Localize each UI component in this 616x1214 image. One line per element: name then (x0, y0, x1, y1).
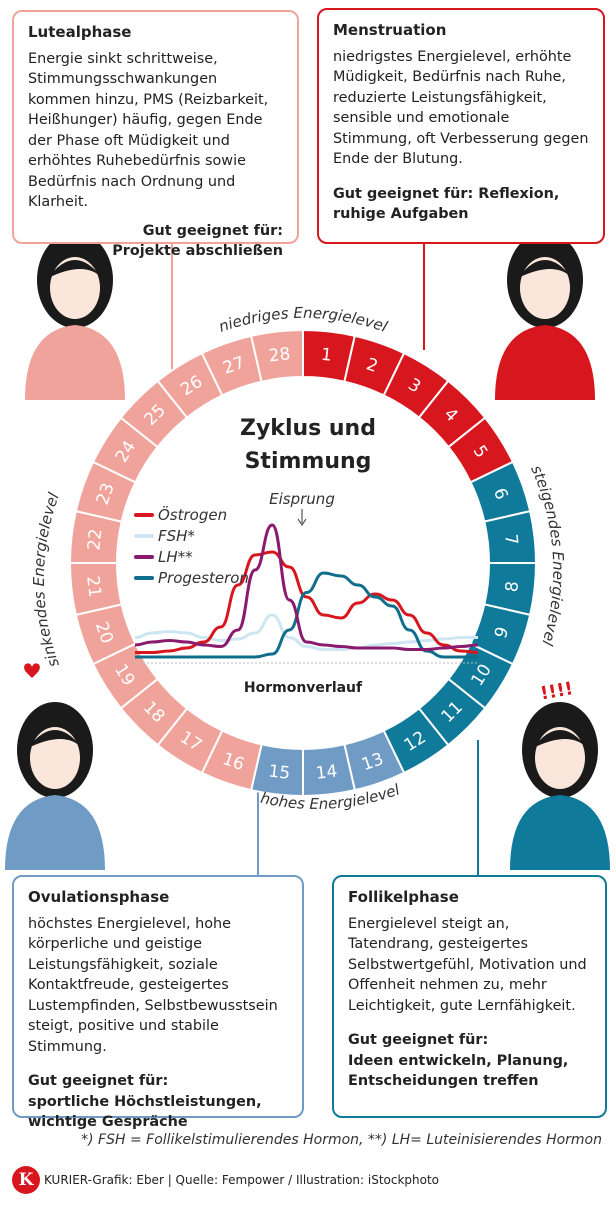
luteal-text: Energie sinkt schrittweise, Stimmungssch… (28, 50, 269, 211)
credit-line: KURIER-Grafik: Eber | Quelle: Fempower /… (44, 1173, 440, 1187)
luteal-gut-label: Gut geeignet für: (142, 222, 283, 239)
menstruation-good-for: Gut geeignet für: Reflexion, ruhige Aufga… (333, 184, 589, 225)
heart-icon (24, 663, 40, 678)
menstruation-text: niedrigstes Energielevel, erhöhte Müdigk… (333, 48, 589, 168)
ovulation-good-for: Gut geeignet für: sportliche Höchstleistu… (28, 1071, 288, 1133)
exclamation-marks: !!!! (539, 678, 575, 704)
woman-illustration-luteal (25, 232, 125, 400)
day-label-21: 21 (82, 575, 104, 599)
ovulation-box: Ovulationsphase höchstes Energielevel, h… (12, 875, 304, 1130)
day-label-8: 8 (502, 580, 523, 593)
follikel-title: Follikelphase (348, 888, 459, 906)
menstruation-gut-value: ruhige Aufgaben (333, 206, 469, 222)
menstruation-box: Menstruation niedrigstes Energielevel, e… (317, 8, 605, 244)
ring-title-1: Zyklus und (240, 416, 376, 441)
legend-label-3: Progesteron (158, 569, 249, 587)
day-label-1: 1 (320, 345, 333, 366)
follikel-text: Energielevel steigt an, Tatendrang, gest… (348, 915, 587, 1014)
luteal-gut-value: Projekte abschließen (112, 243, 283, 259)
day-label-28: 28 (268, 344, 292, 366)
ovulation-text: höchstes Energielevel, hohe körperliche … (28, 915, 278, 1055)
follikel-box: Follikelphase Energielevel steigt an, Ta… (332, 875, 607, 1118)
chart-title: Hormonverlauf (244, 680, 363, 696)
day-label-7: 7 (500, 533, 521, 546)
series-line-2 (134, 523, 479, 651)
series-line-3 (135, 571, 478, 659)
follikel-gut-value: Ideen entwickeln, Planung, Entscheidunge… (348, 1052, 569, 1090)
day-label-22: 22 (84, 528, 106, 552)
day-label-15: 15 (268, 762, 292, 784)
ovulation-arrowhead (297, 518, 307, 526)
legend-label-1: FSH* (158, 527, 195, 545)
series-line-0 (135, 550, 479, 654)
woman-illustration-ovulation (5, 702, 105, 870)
luteal-box: Lutealphase Energie sinkt schrittweise, … (12, 10, 299, 259)
kurier-logo: K (12, 1166, 40, 1194)
follikel-good-for: Gut geeignet für: Ideen entwickeln, Planu… (348, 1030, 591, 1092)
footnote: *) FSH = Follikelstimulierendes Hormon, … (81, 1132, 602, 1148)
woman-illustration-menstruation (495, 232, 595, 400)
woman-illustration-follikel (510, 702, 610, 870)
follikel-gut-label: Gut geeignet für: (348, 1032, 489, 1048)
ring-title-2: Stimmung (245, 449, 372, 474)
menstruation-gut-label: Gut geeignet für: Reflexion, (333, 185, 560, 202)
luteal-title: Lutealphase (28, 23, 132, 41)
legend-label-0: Östrogen (158, 505, 227, 524)
luteal-good-for: Gut geeignet für: Projekte abschließen (28, 221, 283, 262)
day-segment-28 (249, 328, 304, 383)
ovulation-annotation: Eisprung (269, 490, 335, 508)
svg-text:sinkendes Energielevel: sinkendes Energielevel (30, 490, 63, 670)
ovulation-title: Ovulationsphase (28, 888, 170, 906)
day-label-14: 14 (315, 762, 339, 784)
legend-label-2: LH** (158, 548, 193, 566)
series-line-1 (134, 613, 478, 651)
arc-label-left: sinkendes Energielevel (30, 490, 63, 670)
ovulation-gut-label: Gut geeignet für: (28, 1073, 169, 1089)
menstruation-title: Menstruation (333, 21, 447, 39)
ovulation-gut-value: sportliche Höchstleistungen, wichtige Ge… (28, 1093, 262, 1131)
